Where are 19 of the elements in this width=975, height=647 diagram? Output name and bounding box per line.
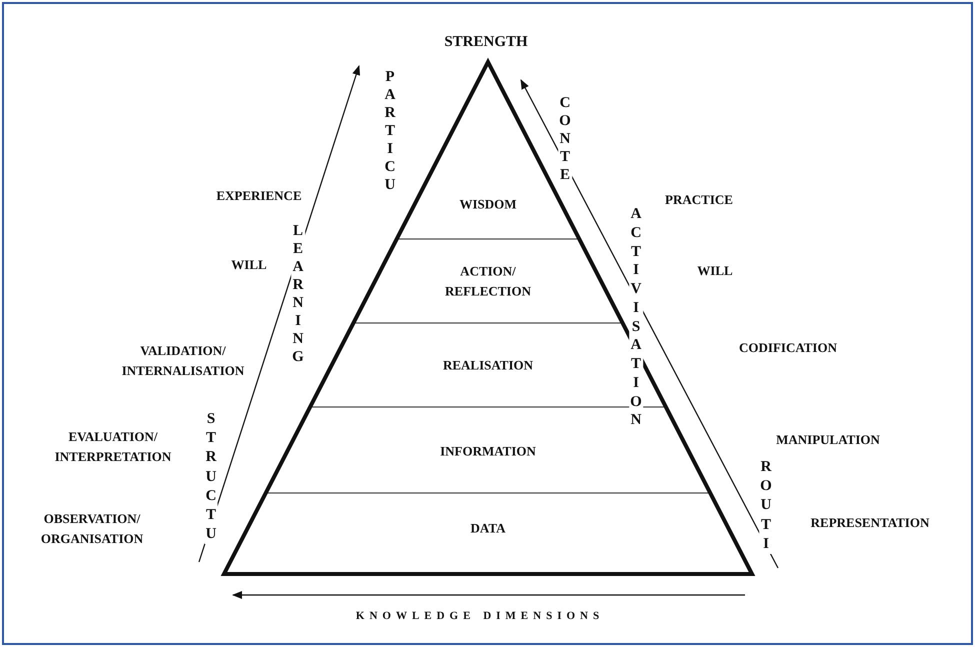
text-label: PRACTICE bbox=[665, 191, 733, 209]
layer-label: ACTION/ REFLECTION bbox=[445, 262, 531, 300]
axis-label: KNOWLEDGE DIMENSIONS bbox=[356, 609, 604, 624]
text-label: WILL bbox=[697, 262, 733, 280]
text-label: EXPERIENCE bbox=[216, 187, 302, 205]
text-label: EVALUATION/ INTERPRETATION bbox=[54, 428, 172, 466]
text-label: MANIPULATION bbox=[776, 431, 880, 449]
text-label: CODIFICATION bbox=[739, 339, 837, 357]
layer-label: INFORMATION bbox=[440, 442, 536, 460]
vertical-label: STRUCTU bbox=[204, 410, 218, 544]
text-label: REPRESENTATION bbox=[810, 514, 930, 532]
text-label: VALIDATION/ INTERNALISATION bbox=[122, 342, 244, 380]
text-label: OBSERVATION/ ORGANISATION bbox=[40, 510, 144, 548]
vertical-label: ROUTI bbox=[759, 458, 773, 554]
layer-label: WISDOM bbox=[459, 195, 517, 214]
text-label: STRENGTH bbox=[444, 33, 528, 52]
layer-label: DATA bbox=[470, 519, 506, 538]
text-label: WILL bbox=[231, 256, 267, 274]
layer-label: REALISATION bbox=[442, 356, 534, 374]
